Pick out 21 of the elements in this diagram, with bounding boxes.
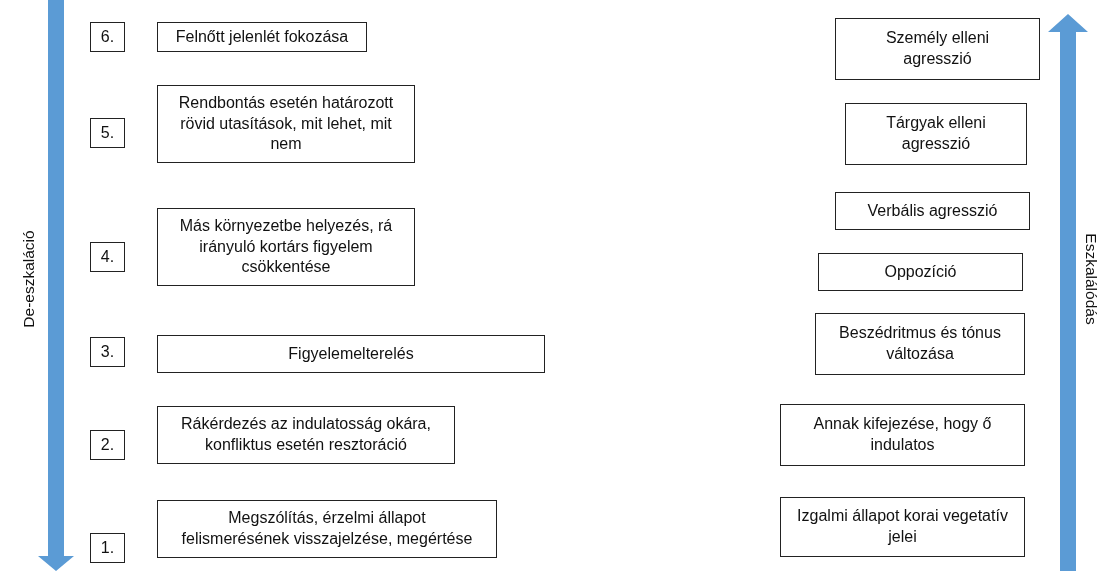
step-box: Verbális agresszió [835, 192, 1030, 230]
step-box: Beszédritmus és tónus változása [815, 313, 1025, 375]
step-box: Rendbontás esetén határozott rövid utasítások, mit lehet, mit nem [157, 85, 415, 163]
step-box: Annak kifejezése, hogy ő indulatos [780, 404, 1025, 466]
step-number: 3. [90, 337, 125, 367]
step-number: 6. [90, 22, 125, 52]
axis-label: Eszkalálódás [1082, 232, 1100, 327]
axis-label: De-eszkaláció [20, 229, 38, 330]
step-box: Rákérdezés az indulatosság okára, konfliktus esetén resztoráció [157, 406, 455, 464]
step-box: Felnőtt jelenlét fokozása [157, 22, 367, 52]
step-box: Tárgyak elleni agresszió [845, 103, 1027, 165]
step-box: Megszólítás, érzelmi állapot felismerésének visszajelzése, megértése [157, 500, 497, 558]
step-box: Figyelemelterelés [157, 335, 545, 373]
step-box: Személy elleni agresszió [835, 18, 1040, 80]
step-number: 2. [90, 430, 125, 460]
step-number: 4. [90, 242, 125, 272]
step-number: 1. [90, 533, 125, 563]
step-box: Más környezetbe helyezés, rá irányuló kortárs figyelem csökkentése [157, 208, 415, 286]
step-box: Izgalmi állapot korai vegetatív jelei [780, 497, 1025, 557]
step-number: 5. [90, 118, 125, 148]
step-box: Oppozíció [818, 253, 1023, 291]
